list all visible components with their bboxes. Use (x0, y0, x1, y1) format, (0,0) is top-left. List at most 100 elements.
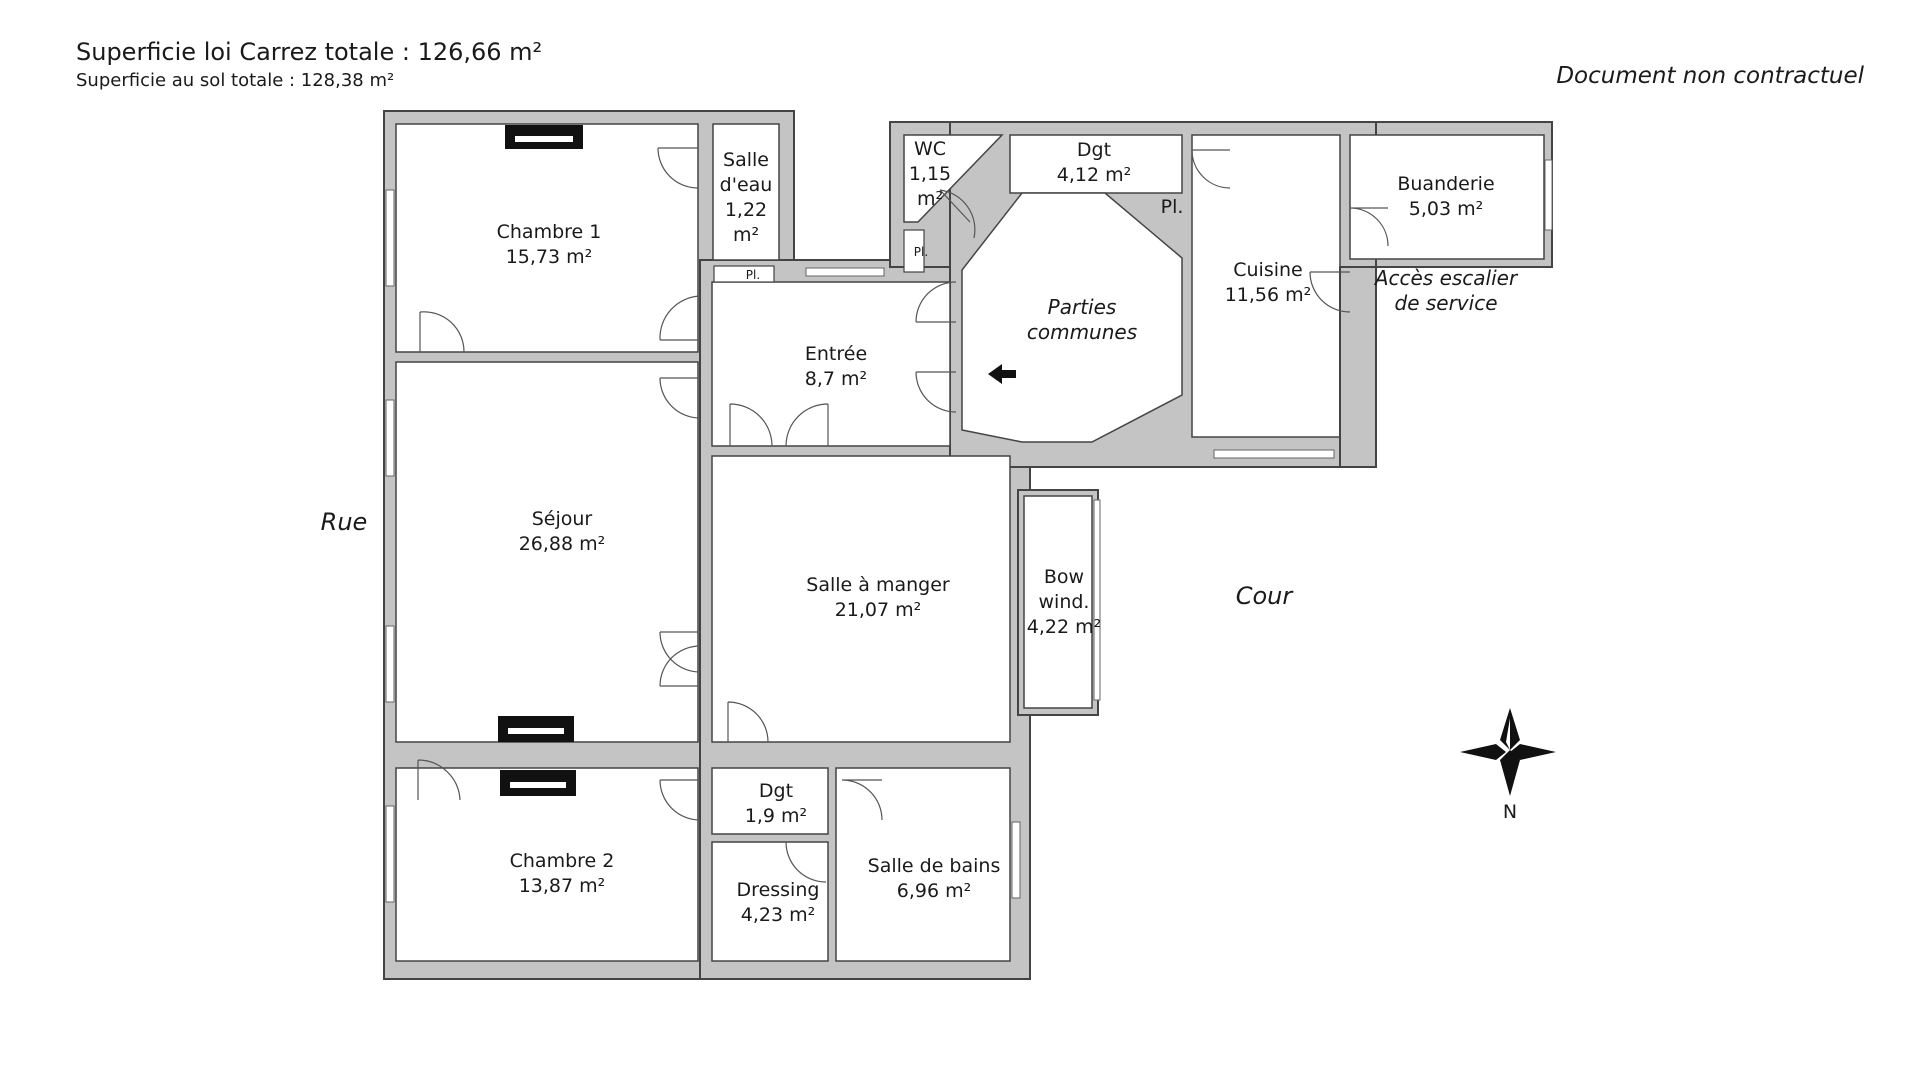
floor-dgt-top (1009, 134, 1183, 194)
label-placard-entree: Pl. (746, 268, 760, 282)
compass-east-point (1510, 744, 1556, 760)
radiator-highlight-3 (510, 782, 566, 788)
windows (385, 159, 1553, 903)
door-dgt-top (1191, 149, 1231, 189)
surface-sol-total: Superficie au sol totale : 128,38 m² (76, 70, 395, 91)
door-entree-east-1 (915, 281, 957, 323)
door-salle-manger-bottom (727, 701, 769, 743)
floor-salle-bains (835, 767, 1011, 962)
label-acces-escalier-1: Accès escalier (1373, 266, 1519, 290)
floor-chambre-2 (395, 767, 699, 962)
label-wc-3: m² (917, 188, 943, 210)
door-sejour-top (659, 377, 701, 419)
floor-parties-communes (961, 192, 1183, 443)
disclaimer: Document non contractuel (1556, 63, 1864, 89)
label-entree: Entrée (805, 343, 867, 365)
label-bow-2: wind. (1039, 591, 1090, 613)
label-dgt-bottom: Dgt (759, 780, 793, 802)
area-cuisine: 11,56 m² (1225, 284, 1312, 306)
floor-salle-manger (711, 455, 1011, 743)
label-salle-eau-1: Salle (723, 149, 769, 171)
compass-north-label: N (1503, 801, 1517, 823)
area-salle-manger: 21,07 m² (835, 599, 922, 621)
label-bow-1: Bow (1044, 566, 1084, 588)
label-acces-escalier-2: de service (1395, 291, 1498, 315)
entrance-arrow (988, 364, 1016, 384)
surface-carrez-total: Superficie loi Carrez totale : 126,66 m² (76, 38, 543, 66)
window-sejour-west-1 (385, 399, 395, 477)
door-sejour-right-1 (659, 631, 701, 673)
floor-sejour (395, 361, 699, 743)
label-chambre-1: Chambre 1 (497, 221, 602, 243)
label-salle-manger: Salle à manger (806, 574, 950, 596)
floor-entree (711, 281, 951, 447)
label-cour: Cour (1236, 582, 1295, 610)
door-entree-bottom-right (785, 403, 829, 447)
label-salle-eau-3: 1,22 (725, 199, 767, 221)
area-dgt-top: 4,12 m² (1057, 164, 1131, 186)
floor-dressing (711, 841, 829, 962)
label-salle-bains: Salle de bains (868, 855, 1001, 877)
area-chambre-2: 13,87 m² (519, 875, 606, 897)
floor-chambre-1 (395, 123, 699, 353)
label-sejour: Séjour (532, 508, 593, 530)
door-chambre-1-bottom (419, 311, 465, 353)
label-wc-1: WC (914, 138, 946, 160)
door-cuisine (1309, 271, 1351, 313)
room-floors (395, 123, 1545, 962)
door-dressing (785, 841, 827, 883)
window-chambre-2-west (385, 805, 395, 903)
radiator-highlight-1 (515, 136, 573, 142)
compass-west-point (1460, 744, 1506, 760)
window-entree-north (805, 267, 885, 277)
room-labels: Chambre 1 15,73 m² Salle d'eau 1,22 m² W… (497, 138, 1495, 926)
window-buanderie-east (1544, 159, 1553, 231)
placard-boxes (713, 229, 925, 283)
window-bow-east (1093, 499, 1101, 701)
window-salle-bains-east (1011, 821, 1021, 899)
placard-wc-box (903, 229, 925, 273)
door-chambre-2-top (417, 759, 461, 801)
area-entree: 8,7 m² (805, 368, 867, 390)
label-salle-eau-4: m² (733, 224, 759, 246)
compass-icon: N (1460, 708, 1556, 823)
window-chambre-1-west (385, 189, 395, 287)
service-access (1339, 266, 1377, 468)
label-dgt-top: Dgt (1077, 139, 1111, 161)
door-wc (939, 189, 976, 239)
compass-south-point (1500, 750, 1520, 796)
label-parties-communes-2: communes (1027, 320, 1137, 344)
label-cuisine: Cuisine (1233, 259, 1303, 281)
label-chambre-2: Chambre 2 (510, 850, 615, 872)
label-parties-communes-1: Parties (1048, 295, 1117, 319)
door-entree-bottom-left (729, 403, 773, 447)
radiator-highlight-2 (508, 728, 564, 734)
annotations: Accès escalier de service Rue Cour (321, 266, 1519, 610)
area-sejour: 26,88 m² (519, 533, 606, 555)
door-sejour-right-2 (659, 645, 701, 687)
floor-dgt-bottom (711, 767, 829, 835)
door-entree-left (659, 295, 701, 341)
label-wc-2: 1,15 (909, 163, 951, 185)
area-dressing: 4,23 m² (741, 904, 815, 926)
radiator-highlights (508, 136, 573, 788)
label-placard-wc: Pl. (914, 245, 928, 259)
area-dgt-bottom: 1,9 m² (745, 805, 807, 827)
label-salle-eau-2: d'eau (720, 174, 773, 196)
service-access-wall (1339, 266, 1377, 468)
door-dgt-bottom (841, 779, 883, 821)
window-cuisine-south (1213, 449, 1335, 459)
window-sejour-west-2 (385, 625, 395, 703)
door-entree-east-2 (915, 371, 957, 413)
floor-buanderie (1349, 134, 1545, 260)
area-buanderie: 5,03 m² (1409, 198, 1483, 220)
label-bow-3: 4,22 m² (1027, 616, 1101, 638)
compass-highlight (1506, 718, 1510, 750)
label-rue: Rue (321, 508, 368, 536)
area-salle-bains: 6,96 m² (897, 880, 971, 902)
door-chambre-1 (657, 147, 699, 189)
doors (417, 147, 1389, 883)
label-buanderie: Buanderie (1397, 173, 1494, 195)
label-placard-dgt: Pl. (1161, 196, 1184, 218)
